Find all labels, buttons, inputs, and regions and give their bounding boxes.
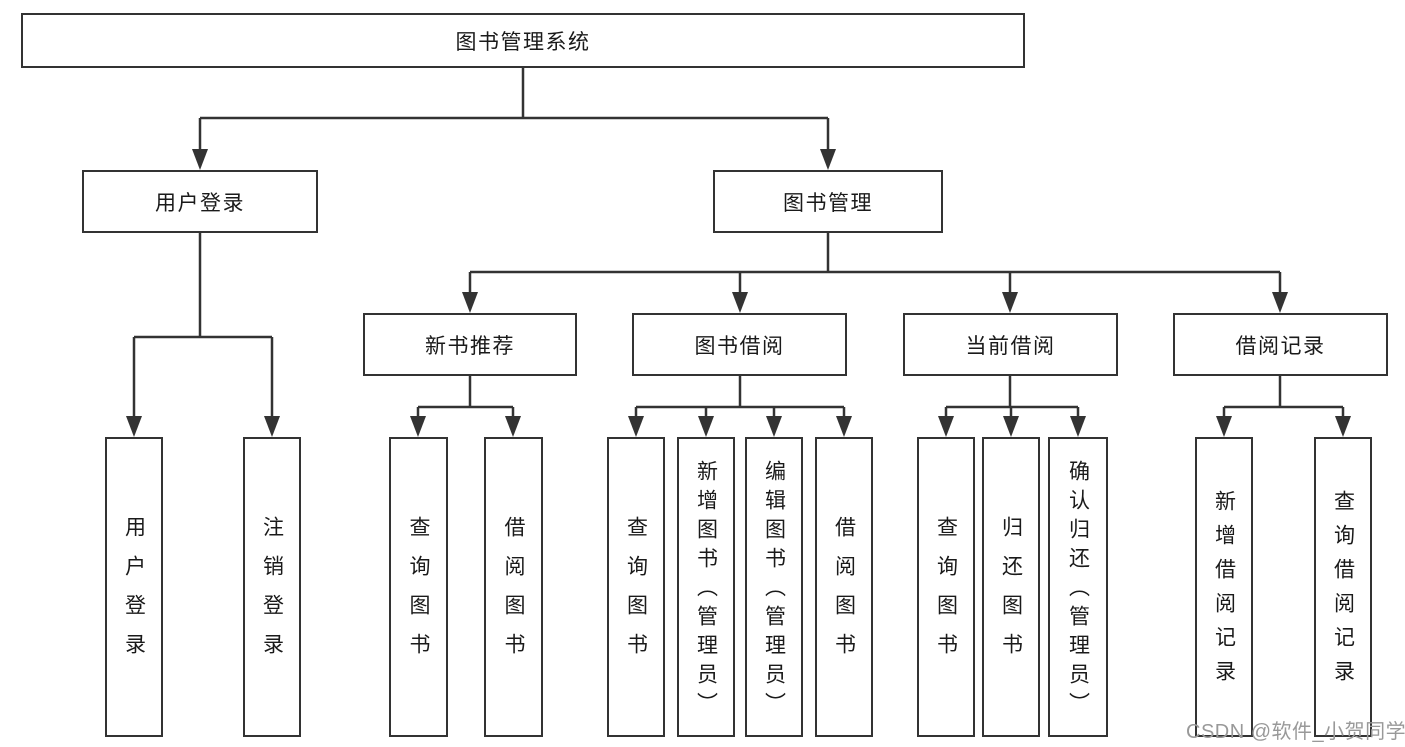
node-label: 图书借阅 [694, 334, 785, 358]
leaf-edit-books-admin: 编辑图书（管理员） [745, 437, 803, 737]
node-label: 新书推荐 [425, 334, 515, 358]
connector-borrow-to-leaves [634, 376, 846, 417]
leaf-query-books-3: 查询图书 [917, 437, 975, 737]
node-label: 新增图书（管理员） [694, 459, 718, 721]
node-label: 用户登录 [122, 516, 146, 672]
leaf-query-books-1: 查询图书 [389, 437, 448, 737]
node-label: 借阅图书 [832, 516, 856, 672]
leaf-add-books-admin: 新增图书（管理员） [677, 437, 735, 737]
node-label: 借阅图书 [502, 516, 525, 672]
leaf-confirm-return-admin: 确认归还（管理员） [1048, 437, 1108, 737]
node-label: 当前借阅 [965, 334, 1056, 358]
csdn-watermark: CSDN @软件_小贺同学 [1186, 721, 1405, 743]
node-label: 注销登录 [260, 516, 284, 672]
node-label: 查询图书 [934, 516, 958, 672]
node-label: 查询图书 [407, 516, 430, 672]
node-book-borrowing: 图书借阅 [632, 313, 847, 376]
node-book-management: 图书管理 [713, 170, 943, 233]
leaf-logout: 注销登录 [243, 437, 301, 737]
leaf-add-borrow-record: 新增借阅记录 [1195, 437, 1253, 737]
node-borrowing-records: 借阅记录 [1173, 313, 1388, 376]
leaf-user-login: 用户登录 [105, 437, 163, 737]
connector-bookmgmt-to-level3 [468, 233, 1282, 293]
connector-root-to-level2 [198, 68, 830, 150]
connector-userlogin-to-leaves [132, 233, 274, 417]
node-label: 图书管理 [783, 191, 873, 215]
node-label: 编辑图书（管理员） [762, 459, 786, 721]
node-label: 归还图书 [999, 516, 1023, 672]
node-current-borrowing: 当前借阅 [903, 313, 1118, 376]
node-label: 新增借阅记录 [1212, 490, 1236, 694]
node-label: 用户登录 [155, 191, 245, 215]
leaf-query-borrow-record: 查询借阅记录 [1314, 437, 1372, 737]
node-library-management-system: 图书管理系统 [21, 13, 1025, 68]
connector-current-to-leaves [944, 376, 1080, 417]
connector-records-to-leaves [1222, 376, 1345, 417]
leaf-query-books-2: 查询图书 [607, 437, 665, 737]
leaf-borrow-books-1: 借阅图书 [484, 437, 543, 737]
leaf-borrow-books-2: 借阅图书 [815, 437, 873, 737]
node-label: 借阅记录 [1235, 334, 1326, 358]
leaf-return-books: 归还图书 [982, 437, 1040, 737]
node-label: 图书管理系统 [455, 30, 591, 54]
node-new-book-recommendation: 新书推荐 [363, 313, 577, 376]
node-label: 查询借阅记录 [1331, 490, 1355, 694]
arrowheads [126, 149, 1351, 437]
node-user-login: 用户登录 [82, 170, 318, 233]
node-label: 确认归还（管理员） [1066, 459, 1090, 721]
connector-recommend-to-leaves [416, 376, 515, 417]
node-label: 查询图书 [624, 516, 648, 672]
